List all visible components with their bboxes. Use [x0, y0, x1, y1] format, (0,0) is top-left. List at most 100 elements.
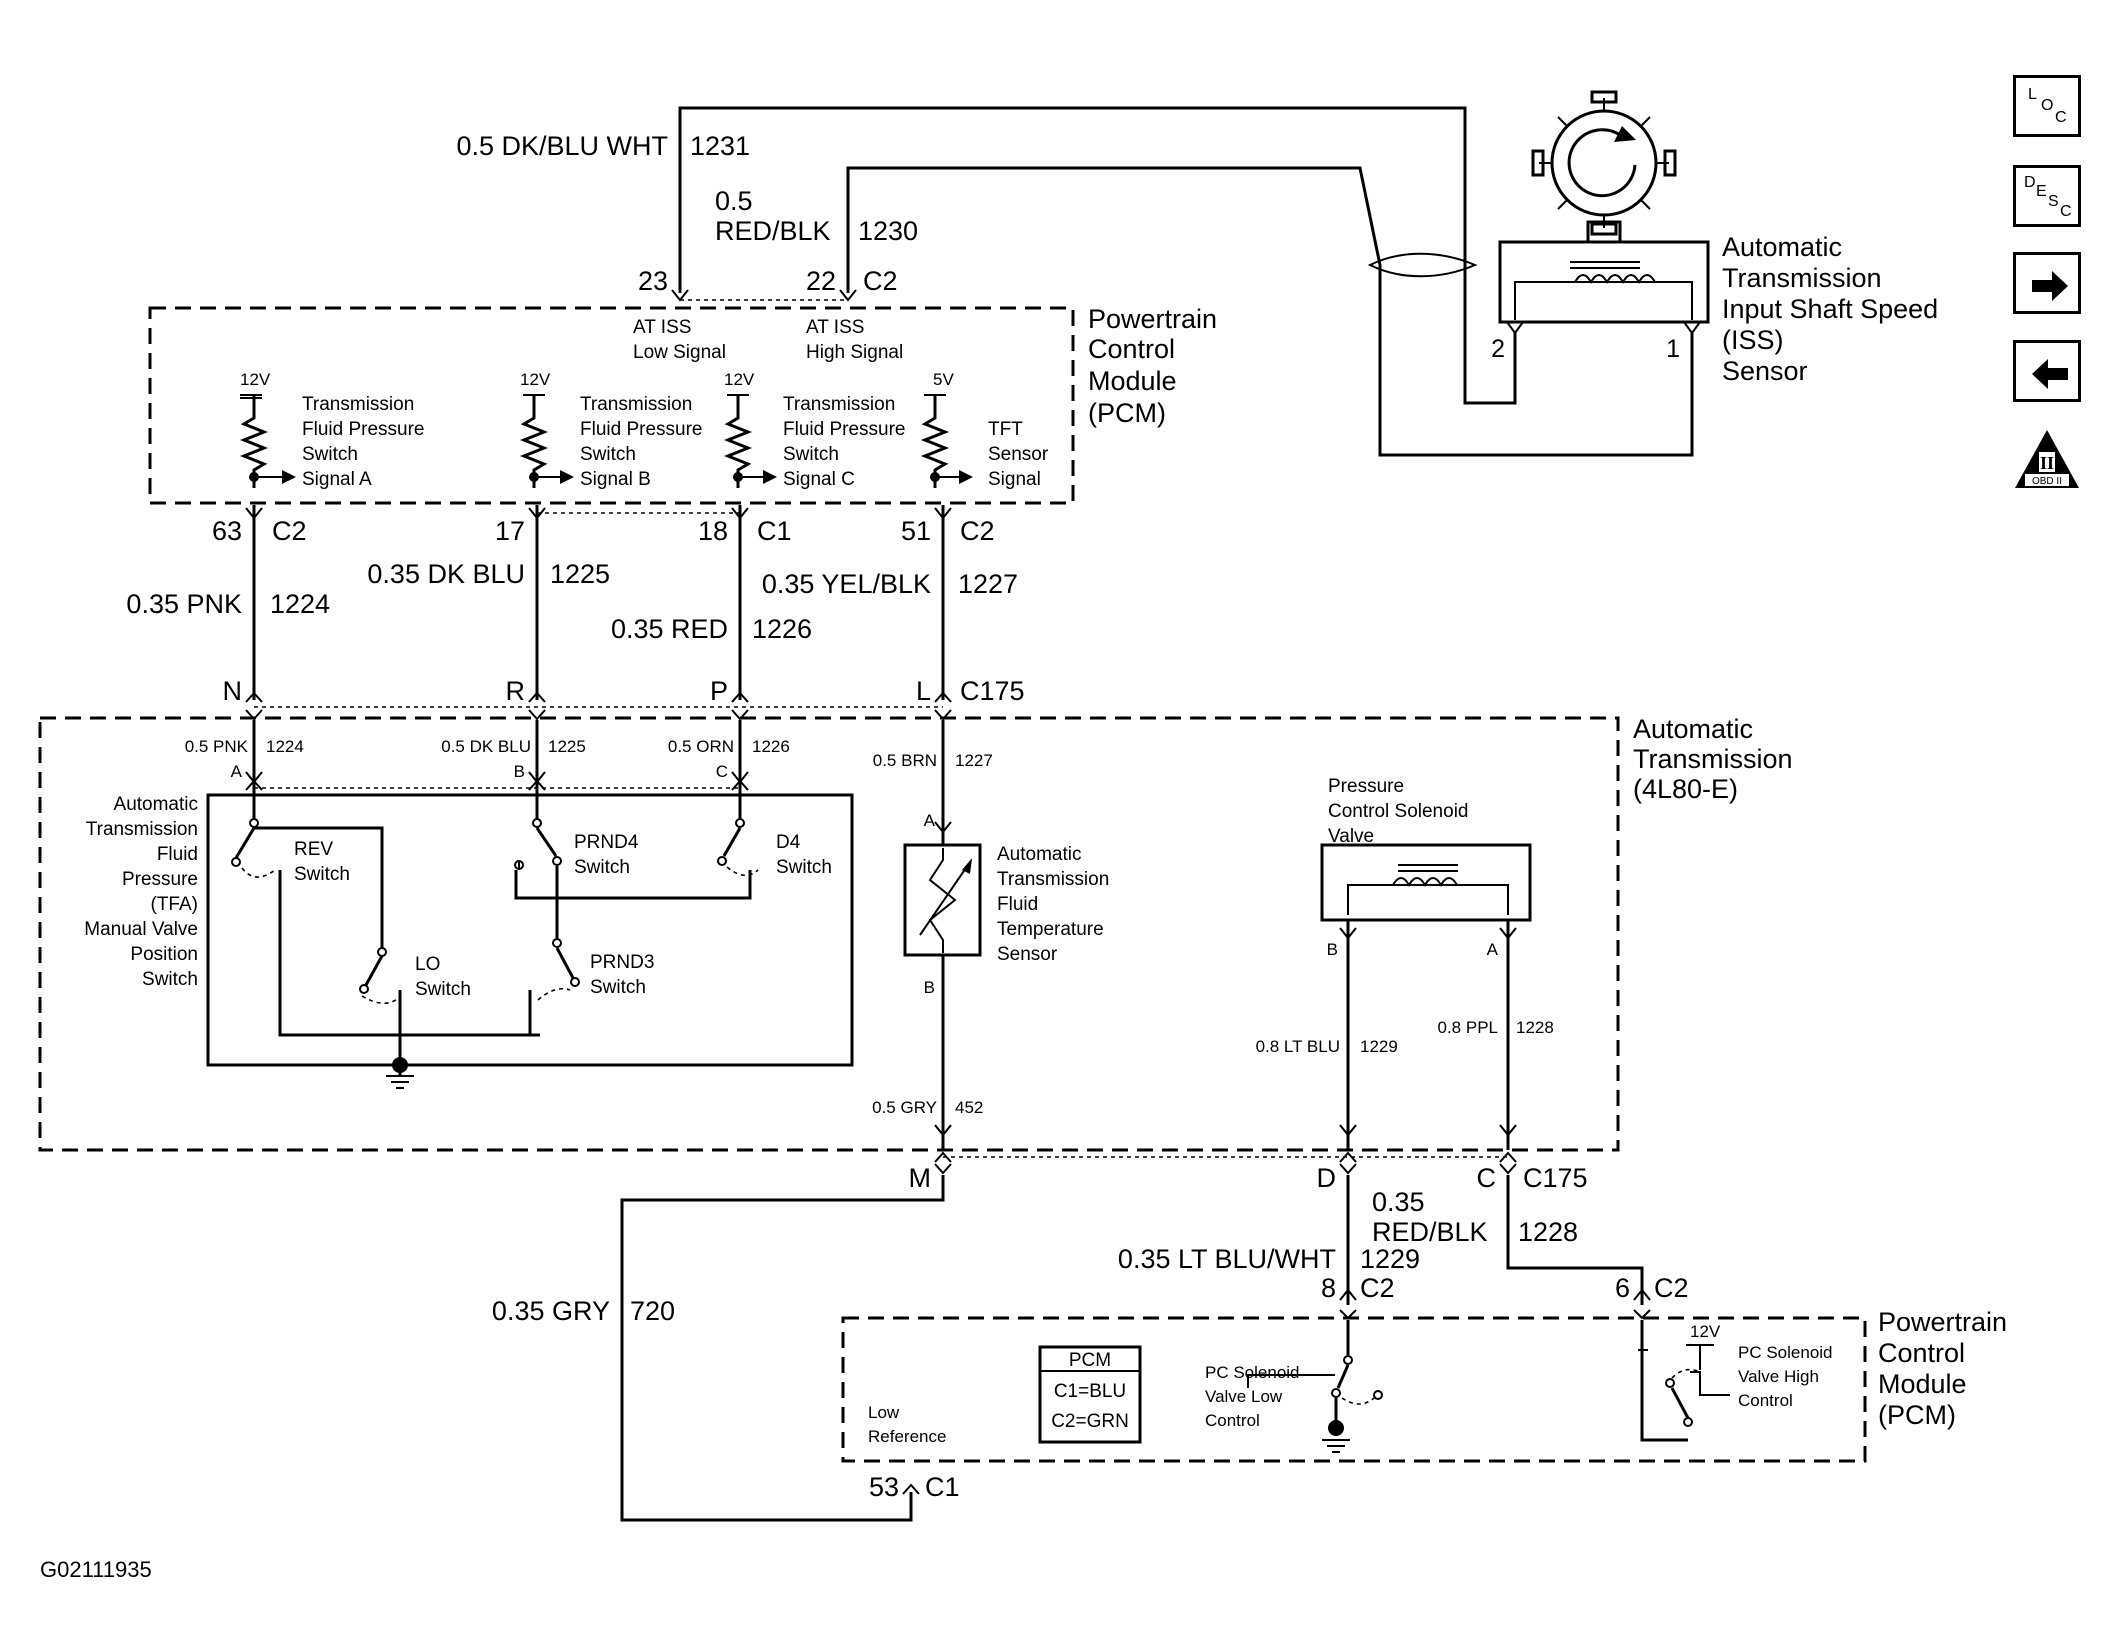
pin-l: L: [916, 676, 931, 706]
pc-solenoid-label-3: Valve: [1328, 826, 1374, 847]
next-button[interactable]: [2013, 252, 2081, 314]
ground-icon-pcm: [1322, 1439, 1350, 1453]
in-1228-gauge: 0.8 PPL: [1438, 1018, 1499, 1037]
obd-numeral: II: [2040, 453, 2054, 473]
iss-sensor-label-1: Automatic: [1722, 232, 1842, 262]
iss-wiring: [671, 106, 1694, 457]
pin-18: 18: [698, 516, 728, 546]
tft-sensor-label-3: Fluid: [997, 894, 1038, 915]
pin-n: N: [223, 676, 243, 706]
wire-720-gauge: 0.35 GRY: [492, 1296, 610, 1326]
pin-22: 22: [806, 266, 836, 296]
pc-solenoid-label-2: Control Solenoid: [1328, 801, 1468, 822]
desc-letter-d: D: [2024, 174, 2036, 191]
pin-63: 63: [212, 516, 242, 546]
tfa-label-8: Switch: [142, 969, 198, 990]
c175-bottom-connector: [934, 1151, 1517, 1175]
wire-1227-circuit: 1227: [958, 569, 1018, 599]
rev-switch-label-2: Switch: [294, 864, 350, 885]
tft-sensor-label-5: Sensor: [997, 944, 1058, 965]
pcm-bottom-label-3: Module: [1878, 1369, 1967, 1399]
pin-17: 17: [495, 516, 525, 546]
iss-high-label-2: High Signal: [806, 342, 903, 363]
pin-a-tfa: A: [231, 762, 243, 781]
pin-a-tft: A: [924, 811, 936, 830]
wire-1229-gauge: 0.35 LT BLU/WHT: [1118, 1244, 1336, 1274]
pcm-signal-circuits: [239, 394, 973, 488]
transmission-label-3: (4L80-E): [1633, 774, 1738, 804]
legend-c2: C2=GRN: [1051, 1411, 1129, 1432]
wire-1227-gauge: 0.35 YEL/BLK: [762, 569, 931, 599]
pcm-bottom-label-2: Control: [1878, 1338, 1965, 1368]
pcm-top-label-2: Control: [1088, 334, 1175, 364]
connector-c175-bottom: C175: [1523, 1163, 1588, 1193]
loc-letter-c: C: [2055, 109, 2067, 126]
wire-1228-color: RED/BLK: [1372, 1217, 1488, 1247]
connector-c2-6: C2: [1654, 1273, 1689, 1303]
tfa-label-1: Automatic: [114, 794, 198, 815]
tfa-label-5: (TFA): [151, 894, 199, 915]
wire-1231: [678, 106, 1517, 405]
obd-ii-button[interactable]: II OBD II: [2013, 428, 2081, 490]
tft-sensor-label-2: Transmission: [997, 869, 1109, 890]
wire-1231-gauge: 0.5 DK/BLU WHT: [456, 131, 668, 161]
arrow-right-icon: [2032, 271, 2068, 301]
wire-452-gauge: 0.5 GRY: [872, 1098, 937, 1117]
pin-53: 53: [869, 1472, 899, 1502]
wire-1228-gauge: 0.35: [1372, 1187, 1425, 1217]
tft-sensor: [903, 720, 982, 1150]
in-1225-gauge: 0.5 DK BLU: [441, 737, 531, 756]
wire-720-circuit: 720: [630, 1296, 675, 1326]
iss-low-label: AT ISS: [633, 317, 691, 338]
pc-high-label-1: PC Solenoid: [1738, 1343, 1833, 1362]
loc-letter-l: L: [2028, 86, 2037, 103]
low-reference-label-2: Reference: [868, 1427, 946, 1446]
voltage-5v: 5V: [933, 370, 954, 389]
wire-1224-circuit: 1224: [270, 589, 330, 619]
iss-low-label-2: Low Signal: [633, 342, 726, 363]
wire-1230-color: RED/BLK: [715, 216, 831, 246]
signal-c-label-4: Signal C: [783, 469, 855, 490]
pin-6: 6: [1615, 1273, 1630, 1303]
pc-high-label-3: Control: [1738, 1391, 1793, 1410]
tfa-label-3: Fluid: [157, 844, 198, 865]
wire-1224-gauge: 0.35 PNK: [126, 589, 242, 619]
labels: 0.5 DK/BLU WHT 1231 0.5 RED/BLK 1230 23 …: [84, 131, 2007, 1502]
signal-c-label-2: Fluid Pressure: [783, 419, 906, 440]
iss-sensor-label-3: Input Shaft Speed: [1722, 294, 1938, 324]
wire-452-circuit: 452: [955, 1098, 983, 1117]
obd-ii-icon: II OBD II: [2015, 430, 2079, 488]
location-button[interactable]: L O C: [2013, 75, 2081, 137]
pin-b-tfa: B: [514, 762, 525, 781]
transmission-label-1: Automatic: [1633, 714, 1753, 744]
in-1228-circuit: 1228: [1516, 1018, 1554, 1037]
legend-title: PCM: [1069, 1350, 1111, 1371]
wire-1226-circuit: 1226: [752, 614, 812, 644]
in-1224-gauge: 0.5 PNK: [185, 737, 249, 756]
pin-8: 8: [1321, 1273, 1336, 1303]
previous-button[interactable]: [2013, 340, 2081, 402]
tfa-label-2: Transmission: [86, 819, 198, 840]
lo-switch-label-1: LO: [415, 954, 440, 975]
in-1227-gauge: 0.5 BRN: [873, 751, 937, 770]
connector-c2-63: C2: [272, 516, 307, 546]
in-1229-gauge: 0.8 LT BLU: [1256, 1037, 1340, 1056]
signal-a-label-4: Signal A: [302, 469, 372, 490]
tfa-label-7: Position: [130, 944, 198, 965]
voltage-12v-a: 12V: [240, 370, 271, 389]
d4-switch-label-2: Switch: [776, 857, 832, 878]
tft-arrow-icon: [959, 470, 973, 484]
mid-wires: [245, 505, 952, 721]
figure-id: G02111935: [40, 1557, 152, 1582]
description-button[interactable]: D E S C: [2013, 165, 2081, 227]
desc-letter-e: E: [2036, 183, 2047, 200]
signal-a-label-1: Transmission: [302, 394, 414, 415]
wire-1230-gauge: 0.5: [715, 186, 753, 216]
tft-sensor-label-4: Temperature: [997, 919, 1104, 940]
prnd3-switch-label-1: PRND3: [590, 952, 654, 973]
pcm-top-label-4: (PCM): [1088, 398, 1166, 428]
pcm-connector-legend: [1038, 1345, 1142, 1444]
pin-b-tft: B: [924, 978, 935, 997]
prnd3-switch-label-2: Switch: [590, 977, 646, 998]
signal-a-label-2: Fluid Pressure: [302, 419, 425, 440]
